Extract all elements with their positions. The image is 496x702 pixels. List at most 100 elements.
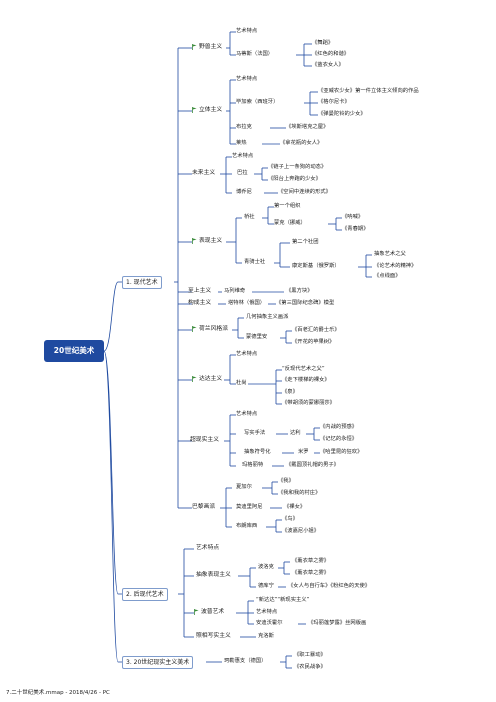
- node-work[interactable]: 《青春期》: [342, 226, 369, 232]
- node-work[interactable]: 《我和我的村庄》: [278, 490, 321, 496]
- node-pollock[interactable]: 波洛克: [258, 564, 274, 570]
- node-technique[interactable]: 写实手法: [244, 430, 266, 436]
- node-warhol[interactable]: 安迪沃霍尔: [256, 620, 283, 626]
- node-work[interactable]: 《开花的苹果树》: [292, 339, 335, 345]
- flag-icon: [192, 326, 197, 332]
- node-work[interactable]: 《记忆的永恒》: [320, 436, 358, 442]
- node-work[interactable]: 《点线面》: [374, 273, 401, 279]
- node-work[interactable]: 《埃斯塔克之屋》: [286, 124, 329, 130]
- node-picasso[interactable]: 毕加索（西班牙）: [236, 99, 279, 105]
- node-matisse[interactable]: 马蒂斯（法国）: [236, 51, 274, 57]
- topic-suprematism[interactable]: 至上主义: [188, 288, 212, 294]
- node-work[interactable]: 《链子上一条狗的动态》: [268, 164, 327, 170]
- node-balla[interactable]: 巴拉: [237, 170, 248, 176]
- node-work[interactable]: 《舞蹈》: [312, 40, 334, 46]
- node-work[interactable]: 《蓝衣女人》: [312, 62, 344, 68]
- node-dekooning[interactable]: 德库宁: [258, 583, 274, 589]
- node-miro[interactable]: 米罗: [298, 449, 309, 455]
- node-modigliani[interactable]: 莫迪里阿尼: [236, 504, 263, 510]
- node-work[interactable]: 《红色的和谐》: [312, 51, 350, 57]
- node-boccioni[interactable]: 博乔尼: [236, 189, 252, 195]
- node-blue-rider[interactable]: 青骑士社: [244, 259, 266, 265]
- node-work[interactable]: 《薰衣草之雾》: [292, 558, 330, 564]
- node-work[interactable]: 《亚威农少女》第一件立体主义倾向的作品: [318, 88, 419, 94]
- node-kollwitz[interactable]: 珂勒惠支（德国）: [224, 658, 267, 664]
- topic-de-stijl[interactable]: 荷兰风格派: [199, 326, 228, 332]
- node-work[interactable]: 《裸女》: [284, 504, 306, 510]
- node-mondrian[interactable]: 蒙德里安: [246, 334, 268, 340]
- topic-fauvism[interactable]: 野兽主义: [199, 44, 223, 50]
- flag-icon: [192, 238, 197, 244]
- node-braque[interactable]: 布拉克: [236, 124, 252, 130]
- section-postmodern-art[interactable]: 2. 后现代艺术: [122, 588, 168, 601]
- node-magritte[interactable]: 玛格丽特: [242, 462, 264, 468]
- node-work[interactable]: 《波嘉尼小姐》: [282, 528, 320, 534]
- topic-pop-art[interactable]: 波普艺术: [201, 609, 225, 615]
- node-work[interactable]: 《哈里昆的狂欢》: [320, 449, 363, 455]
- node-bridge-group[interactable]: 桥社: [244, 214, 255, 220]
- node-chagall[interactable]: 夏加尔: [236, 484, 252, 490]
- node-kandinsky[interactable]: 康定斯基（俄罗斯）: [292, 263, 340, 269]
- node-work[interactable]: 《农民战争》: [294, 664, 326, 670]
- node-work[interactable]: 《走下楼梯的裸女》: [282, 377, 330, 383]
- node-note[interactable]: 几何抽象主义画派: [246, 314, 289, 320]
- node-dali[interactable]: 达利: [290, 430, 301, 436]
- node-work[interactable]: 《空间中连续的形式》: [278, 189, 331, 195]
- node-feature[interactable]: 艺术特点: [236, 76, 258, 82]
- node-work[interactable]: 《薰衣草之雾》: [292, 570, 330, 576]
- flag-icon: [192, 376, 197, 382]
- topic-abstract-expressionism[interactable]: 抽象表现主义: [196, 572, 231, 578]
- file-footer: 7.二十世纪美术.mmap - 2018/4/26 - PC: [6, 690, 110, 696]
- root-topic[interactable]: 20世纪美术: [44, 340, 104, 362]
- node-note[interactable]: “反现代艺术之父”: [282, 366, 325, 372]
- section-modern-art[interactable]: 1. 现代艺术: [122, 276, 162, 289]
- topic-dadaism[interactable]: 达达主义: [199, 376, 223, 382]
- node-work[interactable]: 《我》: [278, 478, 294, 484]
- node-work[interactable]: 《带胡须的蒙娜丽莎》: [282, 400, 335, 406]
- topic-surrealism[interactable]: 超现实主义: [190, 437, 219, 443]
- node-work[interactable]: 《黑方块》: [286, 288, 313, 294]
- node-feature[interactable]: 艺术特点: [232, 153, 254, 159]
- node-duchamp[interactable]: 杜尚: [236, 380, 247, 386]
- node-feature[interactable]: 艺术特点: [196, 545, 220, 551]
- node-note[interactable]: 第二个社团: [292, 239, 319, 245]
- node-brancusi[interactable]: 布朗库西: [236, 523, 258, 529]
- node-work[interactable]: 《戴圆顶礼帽的男子》: [286, 462, 339, 468]
- node-work[interactable]: 《拿花瓶的女人》: [280, 140, 323, 146]
- node-work[interactable]: 《鸟》: [282, 516, 298, 522]
- flag-icon: [192, 44, 197, 50]
- node-close[interactable]: 克洛斯: [258, 633, 274, 639]
- node-feature[interactable]: 艺术特点: [236, 411, 258, 417]
- node-munch[interactable]: 蒙克（挪威）: [274, 220, 306, 226]
- node-work[interactable]: 《论艺术的精神》: [374, 263, 417, 269]
- node-note[interactable]: 第一个组织: [274, 203, 301, 209]
- node-work[interactable]: 《玛丽莲梦露》丝网版画: [308, 620, 367, 626]
- node-work[interactable]: 《百老汇的爵士乐》: [292, 327, 340, 333]
- topic-paris-school[interactable]: 巴黎画派: [192, 504, 216, 510]
- node-technique[interactable]: 抽象符号化: [244, 449, 271, 455]
- node-work[interactable]: 《泉》: [282, 389, 298, 395]
- node-work[interactable]: 《弹曼陀铃的少女》: [318, 111, 366, 117]
- node-feature[interactable]: 艺术特点: [236, 351, 258, 357]
- node-malevich[interactable]: 马列维奇: [224, 288, 246, 294]
- node-tatlin[interactable]: 塔特林（俄国）: [228, 300, 266, 306]
- node-feature[interactable]: 艺术特点: [236, 28, 258, 34]
- topic-cubism[interactable]: 立体主义: [199, 107, 223, 113]
- section-realism-art[interactable]: 3. 20世纪现实主义美术: [122, 656, 194, 669]
- node-work[interactable]: 《第三国际纪念碑》模型: [276, 300, 335, 306]
- node-note[interactable]: “新达达”“新现实主义”: [256, 597, 310, 603]
- topic-constructivism[interactable]: 构成主义: [188, 300, 212, 306]
- node-feature[interactable]: 艺术特点: [256, 609, 278, 615]
- topic-photorealism[interactable]: 照相写实主义: [196, 633, 231, 639]
- node-work[interactable]: 《女人与自行车》《粉红色的天使》: [288, 583, 371, 589]
- node-work[interactable]: 《内战的预感》: [320, 424, 358, 430]
- node-leger[interactable]: 莱热: [236, 140, 247, 146]
- node-work[interactable]: 《阳台上奔跑的少女》: [268, 176, 321, 182]
- topic-expressionism[interactable]: 表现主义: [199, 238, 223, 244]
- topic-futurism[interactable]: 未来主义: [192, 170, 216, 176]
- node-note[interactable]: 抽象艺术之父: [374, 251, 406, 257]
- node-work[interactable]: 《职工暴动》: [294, 652, 326, 658]
- node-work[interactable]: 《呐喊》: [342, 214, 364, 220]
- node-work[interactable]: 《格尔尼卡》: [318, 99, 350, 105]
